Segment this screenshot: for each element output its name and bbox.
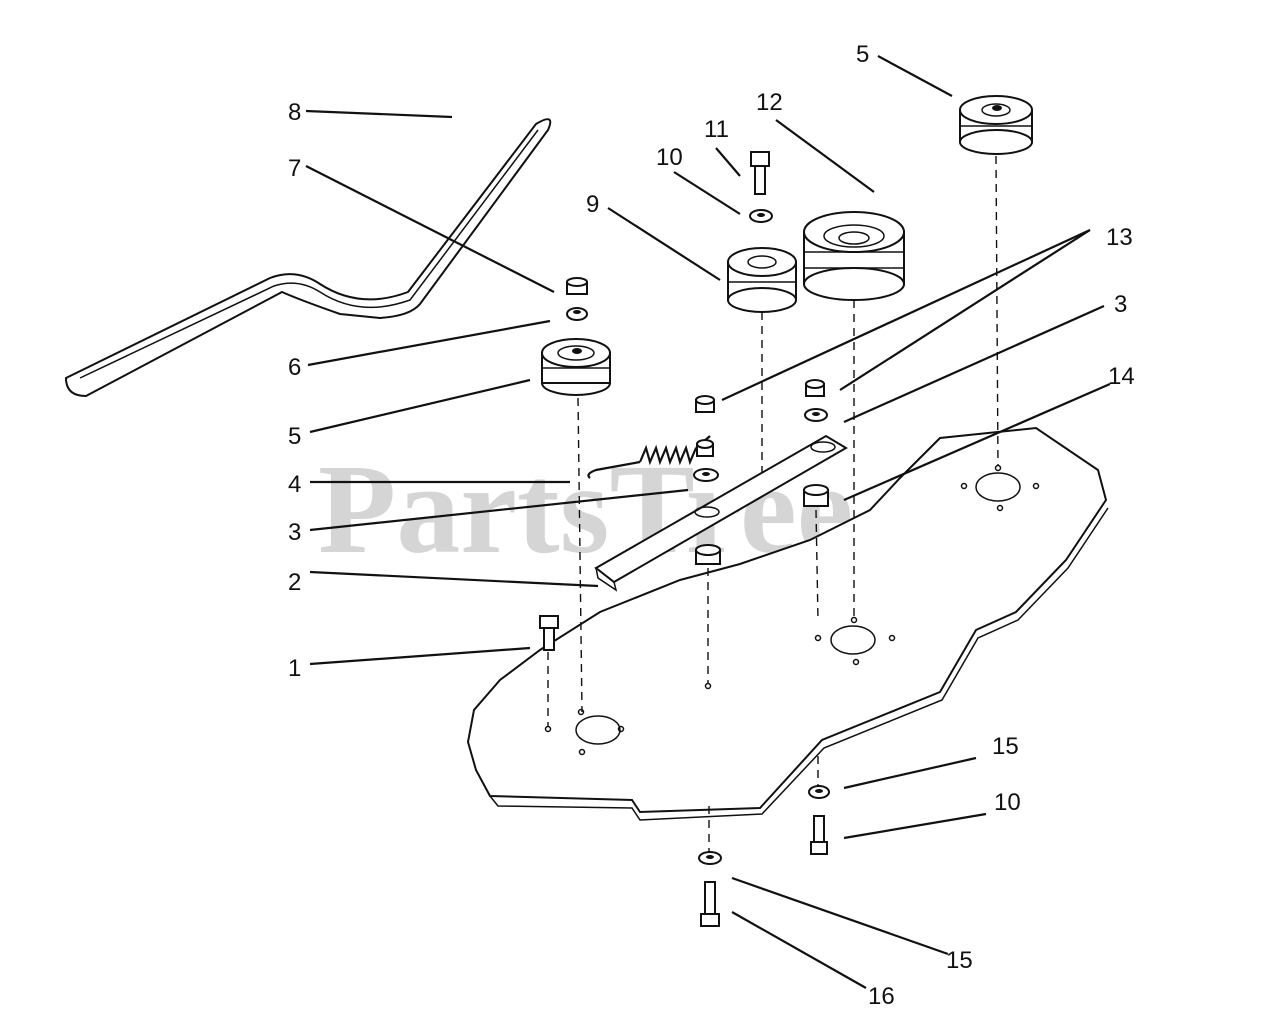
washer-10-top [749, 209, 773, 223]
callout-14: 14 [1108, 363, 1135, 390]
plate-hole-right [975, 472, 1021, 502]
washer-left [566, 307, 588, 321]
callout-4: 4 [288, 471, 301, 498]
bolt-1 [539, 615, 559, 651]
nut-left [566, 277, 588, 295]
assembly-centerlines [547, 155, 999, 852]
callout-10-bottom: 10 [994, 789, 1021, 816]
callout-6: 6 [288, 354, 301, 381]
callout-16: 16 [868, 983, 895, 1010]
callout-2: 2 [288, 569, 301, 596]
bolt-10-right [810, 815, 828, 855]
callout-3-right: 3 [1114, 291, 1127, 318]
bolt-16 [700, 881, 720, 927]
callout-9: 9 [586, 191, 599, 218]
callout-12: 12 [756, 89, 783, 116]
callout-5-left: 5 [288, 423, 301, 450]
plate-hole-center [830, 625, 876, 655]
spacer-14 [803, 484, 829, 507]
callout-1: 1 [288, 655, 301, 682]
callout-labels: 8 7 6 5 4 3 2 1 9 10 11 12 5 13 3 14 15 … [288, 41, 1135, 1010]
callout-10-top: 10 [656, 144, 683, 171]
pulley-12 [803, 211, 905, 301]
spacer-left [696, 439, 714, 457]
plate-hole-left [575, 715, 621, 745]
washer-15-right [808, 785, 830, 799]
nut-13-left [695, 395, 715, 413]
callout-3-left: 3 [288, 519, 301, 546]
washer-15-bottom [698, 851, 722, 865]
callout-11: 11 [704, 116, 729, 143]
callout-leaders [305, 55, 1111, 989]
callout-7: 7 [288, 155, 301, 182]
callout-15-right: 15 [992, 733, 1019, 760]
spacer-bottom [695, 544, 721, 565]
callout-15-bottom: 15 [946, 947, 973, 974]
drive-belt [64, 118, 552, 398]
pulley-9 [727, 247, 797, 313]
washer-3-left [693, 468, 719, 482]
washer-3-right [804, 408, 828, 422]
callout-8: 8 [288, 99, 301, 126]
bolt-11 [750, 151, 770, 195]
pulley-left [541, 338, 611, 396]
nut-13-right [805, 379, 825, 397]
mounting-plate [466, 426, 1109, 821]
pulley-right [959, 95, 1033, 155]
callout-13: 13 [1106, 224, 1133, 251]
callout-5-right: 5 [856, 41, 869, 68]
idler-arm [594, 434, 848, 592]
